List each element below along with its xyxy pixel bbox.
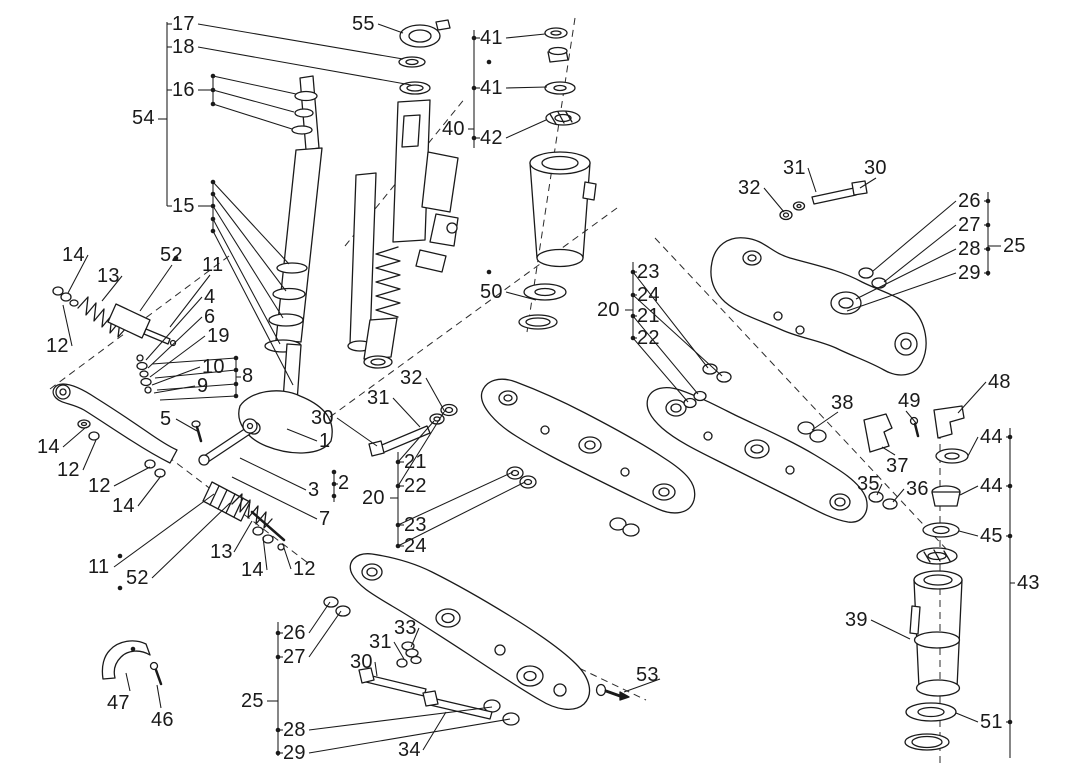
part-label-22-55: 22	[637, 327, 660, 349]
part-label-3-34: 3	[308, 479, 320, 501]
bracket-attachment-dots	[117, 35, 1013, 756]
part-label-20-41: 20	[362, 487, 385, 509]
part-label-49-59: 49	[898, 390, 921, 412]
part-label-30-46: 30	[864, 157, 887, 179]
part-label-19-17: 19	[207, 325, 230, 347]
part-label-25-74: 25	[241, 690, 264, 712]
part-label-34-77: 34	[398, 739, 421, 761]
part-label-26-69: 26	[283, 622, 306, 644]
part-label-2-33: 2	[338, 472, 350, 494]
upper-right-fork-yoke	[710, 237, 927, 376]
middle-right-fork-yoke	[646, 363, 868, 523]
part-label-37-60: 37	[886, 455, 909, 477]
left-steering-link-assembly	[52, 286, 286, 551]
part-label-50-10: 50	[480, 281, 503, 303]
bolt-set-center	[368, 425, 431, 457]
bolt-set-top-right	[779, 180, 868, 221]
part-label-28-49: 28	[958, 238, 981, 260]
part-label-27-70: 27	[283, 646, 306, 668]
part-label-51-68: 51	[980, 711, 1003, 733]
part-label-38-57: 38	[831, 392, 854, 414]
part-label-53-78: 53	[636, 664, 659, 686]
part-label-31-72: 31	[369, 631, 392, 653]
center-fork-yoke	[429, 378, 696, 537]
part-label-21-39: 21	[404, 451, 427, 473]
part-label-31-45: 31	[783, 157, 806, 179]
part-label-39-67: 39	[845, 609, 868, 631]
part-label-30-36: 30	[311, 407, 334, 429]
part-label-36-61: 36	[906, 478, 929, 500]
part-label-52-28: 52	[126, 567, 149, 589]
part-label-17-0: 17	[172, 13, 195, 35]
part-label-29-76: 29	[283, 742, 306, 764]
part-label-20-56: 20	[597, 299, 620, 321]
part-label-42-9: 42	[480, 127, 503, 149]
part-label-44-64: 44	[980, 475, 1003, 497]
part-label-12-25: 12	[88, 475, 111, 497]
part-label-8-21: 8	[242, 365, 254, 387]
part-label-31-37: 31	[367, 387, 390, 409]
part-label-4-15: 4	[204, 286, 216, 308]
bolt-set-bottom	[358, 641, 493, 720]
part-label-47-79: 47	[107, 692, 130, 714]
part-label-52-13: 52	[160, 244, 183, 266]
part-label-13-12: 13	[97, 265, 120, 287]
part-label-21-54: 21	[637, 305, 660, 327]
part-label-28-75: 28	[283, 719, 306, 741]
part-label-7-35: 7	[319, 508, 331, 530]
part-label-41-7: 41	[480, 77, 503, 99]
part-label-30-73: 30	[350, 651, 373, 673]
bottom-fork-yoke	[323, 553, 591, 726]
part-label-12-24: 12	[57, 459, 80, 481]
part-label-23-42: 23	[404, 514, 427, 536]
part-label-27-48: 27	[958, 214, 981, 236]
part-label-11-27: 11	[88, 556, 110, 578]
part-label-25-51: 25	[1003, 235, 1026, 257]
steering-column-bearing-stack	[518, 27, 597, 330]
part-label-32-38: 32	[400, 367, 423, 389]
part-label-33-71: 33	[394, 617, 417, 639]
part-label-14-11: 14	[62, 244, 85, 266]
part-label-46-80: 46	[151, 709, 174, 731]
part-label-26-47: 26	[958, 190, 981, 212]
part-label-14-30: 14	[241, 559, 264, 581]
part-label-5-22: 5	[160, 408, 172, 430]
part-label-35-62: 35	[857, 473, 880, 495]
part-label-6-16: 6	[204, 306, 216, 328]
part-label-54-3: 54	[132, 107, 155, 129]
part-label-18-1: 18	[172, 36, 195, 58]
part-label-14-23: 14	[37, 436, 60, 458]
part-label-41-6: 41	[480, 27, 503, 49]
part-label-44-63: 44	[980, 426, 1003, 448]
fork-leg-spring-assembly	[347, 19, 459, 369]
part-label-22-40: 22	[404, 475, 427, 497]
steering-tube-assembly	[238, 75, 333, 454]
part-label-1-32: 1	[319, 430, 331, 452]
cable-guide-bracket	[101, 640, 163, 686]
part-label-55-5: 55	[352, 13, 375, 35]
part-label-11-14: 11	[202, 254, 224, 276]
right-steering-tube-assembly	[904, 405, 969, 751]
part-label-32-44: 32	[738, 177, 761, 199]
part-label-13-29: 13	[210, 541, 233, 563]
part-label-14-26: 14	[112, 495, 135, 517]
part-label-12-18: 12	[46, 335, 69, 357]
part-label-12-31: 12	[293, 558, 316, 580]
part-label-43-66: 43	[1017, 572, 1040, 594]
part-label-15-4: 15	[172, 195, 195, 217]
grease-fitting-screw	[595, 683, 630, 701]
part-label-45-65: 45	[980, 525, 1003, 547]
part-label-48-58: 48	[988, 371, 1011, 393]
part-label-24-43: 24	[404, 535, 427, 557]
part-label-29-50: 29	[958, 262, 981, 284]
part-label-9-20: 9	[197, 375, 209, 397]
part-label-24-53: 24	[637, 284, 660, 306]
part-label-23-52: 23	[637, 261, 660, 283]
part-label-40-8: 40	[442, 118, 465, 140]
part-label-10-19: 10	[202, 356, 225, 378]
part-label-16-2: 16	[172, 79, 195, 101]
